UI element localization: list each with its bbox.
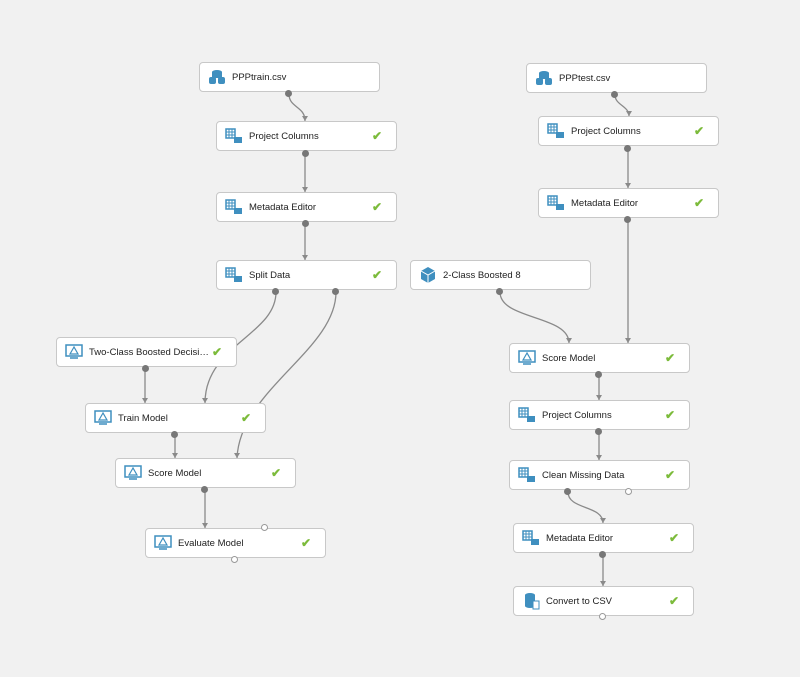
module-label: Metadata Editor — [249, 201, 317, 213]
output-port[interactable] — [201, 486, 208, 493]
module-metadata-editor-test-2[interactable]: Metadata Editor ✔ — [513, 523, 694, 553]
module-label: Split Data — [249, 269, 291, 281]
table-transform-icon — [225, 266, 243, 284]
module-label: Two-Class Boosted Decisio... — [89, 346, 212, 358]
model-icon — [124, 464, 142, 482]
module-metadata-editor[interactable]: Metadata Editor ✔ — [216, 192, 397, 222]
connection-ppptrain-to-project[interactable] — [288, 93, 306, 122]
module-project-columns-test[interactable]: Project Columns ✔ — [538, 116, 719, 146]
module-label: Metadata Editor — [546, 532, 614, 544]
module-label: Metadata Editor — [571, 197, 639, 209]
table-transform-icon — [225, 127, 243, 145]
checkmark-icon: ✔ — [693, 196, 704, 210]
model-icon — [65, 343, 83, 361]
checkmark-icon: ✔ — [240, 411, 251, 425]
checkmark-icon: ✔ — [300, 536, 311, 550]
module-convert-to-csv[interactable]: Convert to CSV ✔ — [513, 586, 694, 616]
table-transform-icon — [547, 194, 565, 212]
output-port[interactable] — [595, 428, 602, 435]
module-two-class-boosted[interactable]: Two-Class Boosted Decisio... ✔ — [56, 337, 237, 367]
module-label: PPPtest.csv — [559, 72, 611, 84]
module-trained-model[interactable]: 2-Class Boosted 8 — [410, 260, 591, 290]
checkmark-icon: ✔ — [270, 466, 281, 480]
output-port[interactable] — [625, 488, 632, 495]
dataset-icon — [535, 69, 553, 87]
connection-ppptest-to-project[interactable] — [614, 94, 630, 117]
module-label: Clean Missing Data — [542, 469, 625, 481]
checkmark-icon: ✔ — [371, 268, 382, 282]
checkmark-icon: ✔ — [371, 129, 382, 143]
checkmark-icon: ✔ — [664, 351, 675, 365]
cube-icon — [419, 266, 437, 284]
output-port[interactable] — [624, 145, 631, 152]
checkmark-icon: ✔ — [371, 200, 382, 214]
checkmark-icon: ✔ — [693, 124, 704, 138]
module-label: Score Model — [542, 352, 596, 364]
output-port[interactable] — [599, 613, 606, 620]
connection-trained-to-score[interactable] — [499, 291, 570, 344]
checkmark-icon: ✔ — [664, 408, 675, 422]
checkmark-icon: ✔ — [211, 345, 222, 359]
module-label: Score Model — [148, 467, 202, 479]
module-label: Project Columns — [571, 125, 641, 137]
table-transform-icon — [522, 529, 540, 547]
table-transform-icon — [547, 122, 565, 140]
checkmark-icon: ✔ — [668, 531, 679, 545]
module-label: Convert to CSV — [546, 595, 612, 607]
output-port[interactable] — [272, 288, 279, 295]
module-score-model[interactable]: Score Model ✔ — [115, 458, 296, 488]
module-clean-missing-data[interactable]: Clean Missing Data ✔ — [509, 460, 690, 490]
table-transform-icon — [225, 198, 243, 216]
module-train-model[interactable]: Train Model ✔ — [85, 403, 266, 433]
output-port[interactable] — [171, 431, 178, 438]
module-split-data[interactable]: Split Data ✔ — [216, 260, 397, 290]
module-label: 2-Class Boosted 8 — [443, 269, 521, 281]
output-port[interactable] — [302, 150, 309, 157]
module-ppptrain-dataset[interactable]: PPPtrain.csv — [199, 62, 380, 92]
output-port[interactable] — [595, 371, 602, 378]
model-icon — [94, 409, 112, 427]
output-port[interactable] — [599, 551, 606, 558]
output-port[interactable] — [302, 220, 309, 227]
module-label: Project Columns — [542, 409, 612, 421]
module-project-columns[interactable]: Project Columns ✔ — [216, 121, 397, 151]
dataset-icon — [208, 68, 226, 86]
connection-split-right-to-score[interactable] — [236, 291, 337, 459]
output-port[interactable] — [142, 365, 149, 372]
module-metadata-editor-test[interactable]: Metadata Editor ✔ — [538, 188, 719, 218]
module-label: Project Columns — [249, 130, 319, 142]
output-port[interactable] — [285, 90, 292, 97]
output-port[interactable] — [564, 488, 571, 495]
output-port[interactable] — [624, 216, 631, 223]
output-port[interactable] — [496, 288, 503, 295]
module-label: Evaluate Model — [178, 537, 244, 549]
model-icon — [518, 349, 536, 367]
model-icon — [154, 534, 172, 552]
table-transform-icon — [518, 406, 536, 424]
module-label: Train Model — [118, 412, 168, 424]
output-port[interactable] — [332, 288, 339, 295]
convert-csv-icon — [522, 592, 540, 610]
table-transform-icon — [518, 466, 536, 484]
checkmark-icon: ✔ — [664, 468, 675, 482]
module-label: PPPtrain.csv — [232, 71, 287, 83]
output-port[interactable] — [611, 91, 618, 98]
input-port[interactable] — [261, 524, 268, 531]
module-evaluate-model[interactable]: Evaluate Model ✔ — [145, 528, 326, 558]
module-project-columns-test-2[interactable]: Project Columns ✔ — [509, 400, 690, 430]
connection-clean-to-metadata2[interactable] — [567, 491, 604, 524]
output-port[interactable] — [231, 556, 238, 563]
module-ppptest-dataset[interactable]: PPPtest.csv — [526, 63, 707, 93]
checkmark-icon: ✔ — [668, 594, 679, 608]
module-score-model-test[interactable]: Score Model ✔ — [509, 343, 690, 373]
